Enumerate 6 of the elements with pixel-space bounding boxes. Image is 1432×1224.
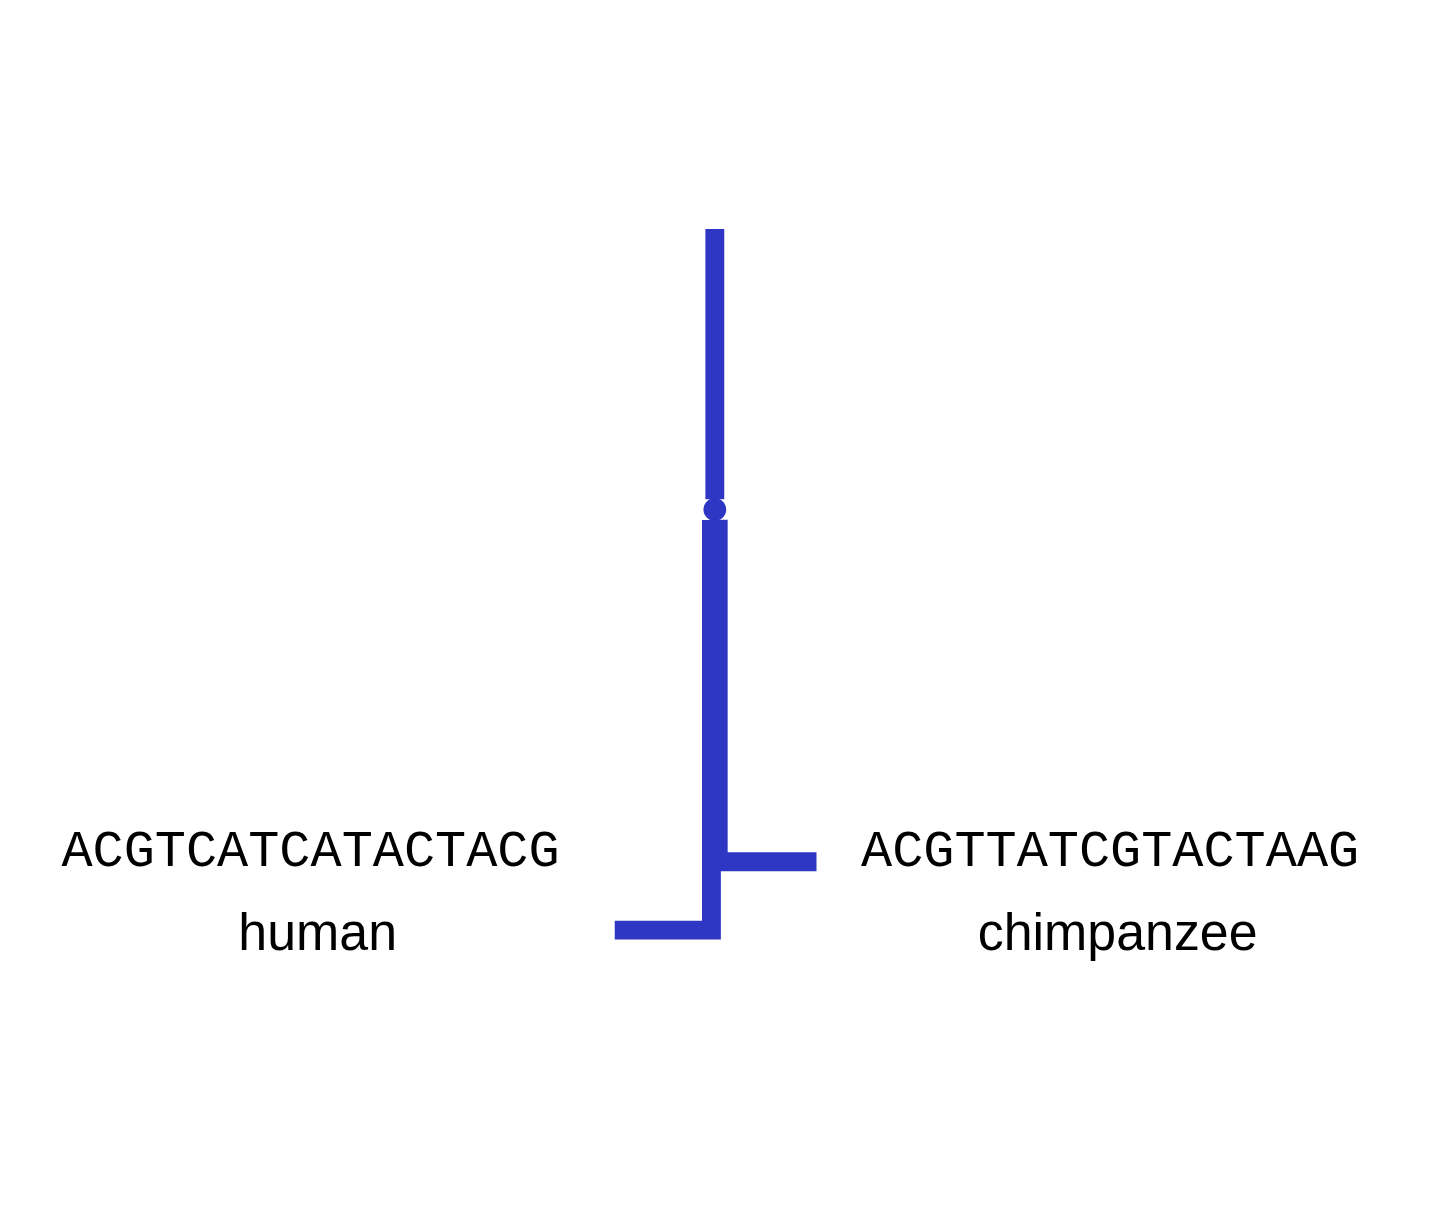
node-point bbox=[703, 497, 727, 521]
node-text: ACGTTATCGTACTAAG chimpanzee bbox=[861, 822, 1360, 961]
connector bbox=[708, 519, 817, 871]
connector bbox=[614, 519, 721, 940]
node-text: ACGTCATCATACTACG human bbox=[61, 822, 560, 961]
connector bbox=[705, 228, 725, 499]
